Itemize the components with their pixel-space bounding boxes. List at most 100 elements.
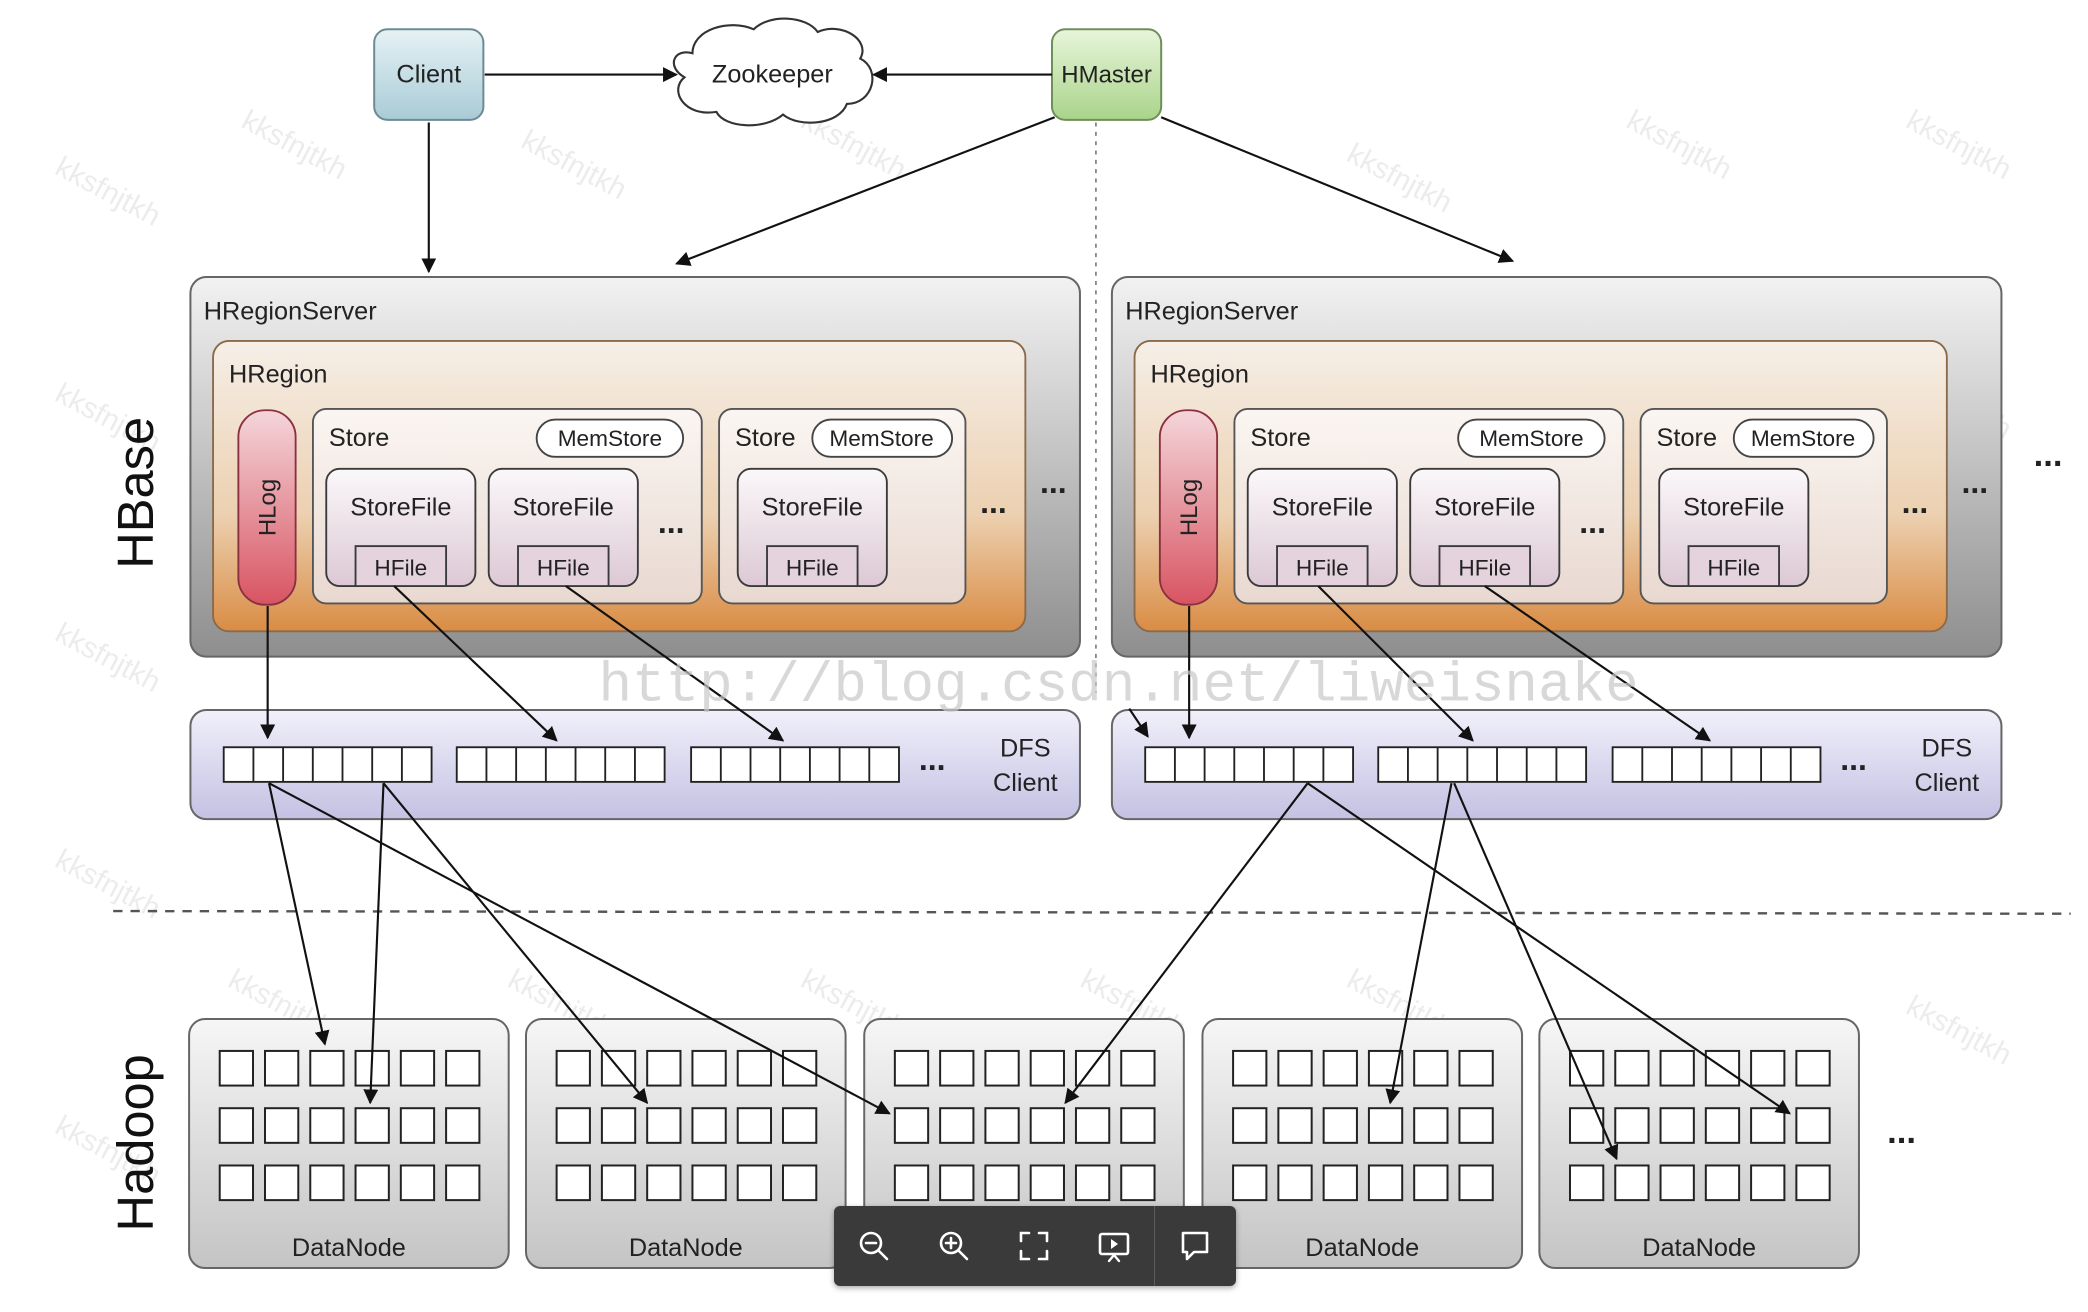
zoom-in-button[interactable] [914, 1206, 994, 1286]
slideshow-button[interactable] [1074, 1206, 1154, 1286]
data-block [1750, 1049, 1786, 1087]
hfile-box [517, 545, 610, 588]
comment-icon [1181, 1231, 1209, 1261]
datanode-box: DataNode [1201, 1017, 1524, 1270]
expand-icon [1019, 1231, 1049, 1261]
datanode-label: DataNode [1305, 1234, 1419, 1262]
dfs-block-group [690, 746, 900, 783]
data-block [399, 1049, 436, 1087]
watermark-tag: kksfnjtkh [1901, 989, 2017, 1072]
data-block [354, 1107, 390, 1144]
data-block [1659, 1049, 1695, 1087]
hfile-label: HFile [786, 555, 839, 580]
datanode-label: DataNode [1642, 1234, 1756, 1262]
arrow-dfs-datanode-2 [363, 783, 385, 1105]
arrow-dfs-datanode-1 [267, 782, 330, 1046]
data-block [1413, 1049, 1449, 1087]
image-viewer-toolbar [834, 1206, 1236, 1286]
data-block [309, 1049, 345, 1087]
watermark-tag: kksfnjtkh [50, 616, 166, 699]
zoom-out-button[interactable] [834, 1206, 914, 1286]
data-block [1120, 1164, 1156, 1202]
data-block [1232, 1049, 1268, 1087]
data-block [1029, 1049, 1065, 1087]
data-block [1458, 1049, 1494, 1087]
fit-screen-button[interactable] [994, 1206, 1074, 1286]
storefile-label: StoreFile [513, 493, 614, 521]
memstore-label: MemStore [1479, 426, 1583, 451]
client-label: Client [396, 61, 461, 89]
data-block [939, 1107, 975, 1144]
dfs-block-group [1377, 746, 1588, 783]
hregionserver-label: HRegionServer [1125, 298, 1298, 326]
dfs-block-group [455, 746, 666, 783]
data-block [1277, 1107, 1313, 1144]
data-block [1458, 1164, 1494, 1202]
hfile-label: HFile [374, 555, 427, 580]
store-label: Store [1250, 424, 1310, 452]
memstore-label: MemStore [1751, 426, 1855, 451]
dfs-block-group [222, 746, 433, 783]
data-block [1568, 1107, 1605, 1144]
datanode-box: DataNode [1538, 1017, 1860, 1270]
memstore-pill [1457, 418, 1606, 458]
storefile-label: StoreFile [350, 493, 451, 521]
data-block [1750, 1107, 1786, 1144]
data-block [1277, 1164, 1313, 1202]
dfs-block-ellipsis: ... [1840, 741, 1867, 777]
memstore-pill [811, 418, 954, 458]
data-block [1322, 1107, 1358, 1144]
data-block [1277, 1049, 1313, 1087]
watermark-tag: kksfnjtkh [50, 843, 166, 926]
arrow-dfs-datanode-6 [1385, 783, 1453, 1105]
hfile-box [766, 545, 859, 588]
data-block [1795, 1049, 1831, 1087]
arrow-dfs-datanode-5 [1064, 782, 1309, 1105]
data-block [736, 1164, 773, 1202]
store-label: Store [1657, 424, 1717, 452]
data-block [782, 1107, 818, 1144]
data-block [1458, 1107, 1494, 1144]
data-block [1322, 1049, 1358, 1087]
datanode-box: DataNode [524, 1017, 847, 1270]
data-block [555, 1107, 591, 1144]
watermark-tag: kksfnjtkh [50, 150, 166, 233]
data-block [1659, 1107, 1695, 1144]
hregionserver-label: HRegionServer [204, 298, 377, 326]
hfile-box [354, 545, 448, 588]
data-block [600, 1107, 637, 1144]
zoom-in-icon [939, 1231, 969, 1261]
comment-button[interactable] [1155, 1206, 1235, 1286]
data-block [555, 1164, 591, 1202]
data-block [1074, 1107, 1111, 1144]
dfs-block-ellipsis: ... [919, 741, 946, 777]
data-block [691, 1049, 727, 1087]
dfs-client-label-line1: DFS [1922, 735, 1973, 763]
data-block [399, 1164, 436, 1202]
data-block [984, 1107, 1020, 1144]
store-ellipsis: ... [1902, 484, 1929, 520]
watermark-tag: kksfnjtkh [516, 124, 632, 207]
arrow-hfile-dfs-right-0 [1128, 708, 1149, 738]
toolbar-separator [1154, 1206, 1155, 1286]
hregion-label: HRegion [1151, 360, 1249, 388]
data-block [1795, 1164, 1831, 1202]
hlog-label: HLog [1176, 479, 1203, 536]
data-block [939, 1164, 975, 1202]
hfile-label: HFile [537, 555, 590, 580]
data-block [1614, 1164, 1650, 1202]
watermark-tag: kksfnjtkh [236, 104, 352, 187]
data-block [1029, 1107, 1065, 1144]
data-block [782, 1049, 818, 1087]
data-block [1614, 1049, 1650, 1087]
dfs-block-group [1611, 746, 1822, 783]
datanode-label: DataNode [292, 1234, 406, 1262]
data-block [600, 1164, 637, 1202]
data-block [218, 1164, 255, 1202]
